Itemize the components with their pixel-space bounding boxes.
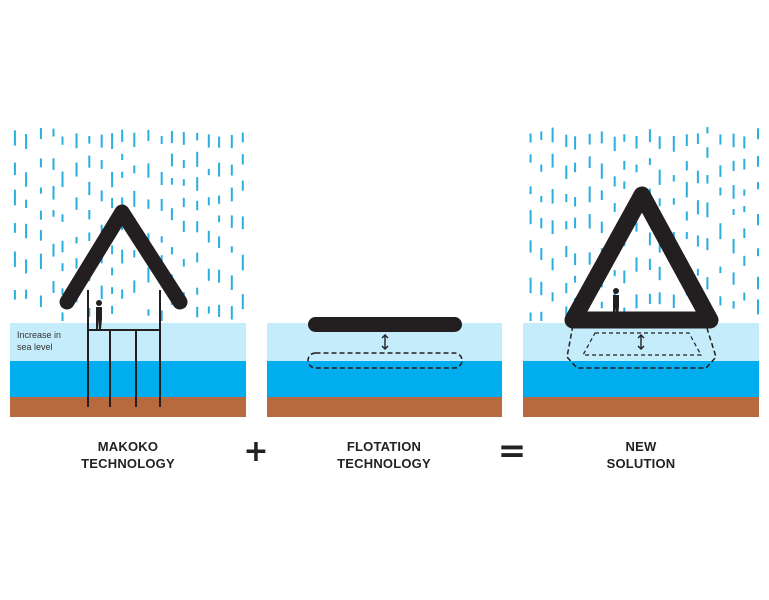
sea-level-label-2: sea level [17, 342, 53, 352]
caption-new-solution-line-2: SOLUTION [606, 456, 676, 471]
sea-level-label-1: Increase in [17, 330, 61, 340]
water-layer [523, 361, 759, 397]
flotation-panel [267, 125, 502, 417]
caption-makoko-line-1: MAKOKO [97, 439, 159, 454]
makoko-diagram: Increase in sea level [10, 128, 246, 417]
rain-icon [529, 127, 759, 321]
plus-operator: + [243, 434, 269, 469]
caption-makoko-line-2: TECHNOLOGY [81, 456, 175, 471]
equals-operator: = [497, 431, 527, 471]
caption-makoko: MAKOKO TECHNOLOGY [38, 438, 218, 472]
caption-flotation: FLOTATION TECHNOLOGY [294, 438, 474, 472]
caption-flotation-line-2: TECHNOLOGY [337, 456, 431, 471]
floating-platform [308, 317, 462, 332]
person-icon [96, 300, 102, 329]
roof [59, 204, 188, 310]
double-arrow-icon [381, 334, 389, 350]
triangle-frame [564, 186, 719, 329]
new-solution-panel [523, 125, 759, 417]
ground-layer [523, 397, 759, 417]
platform-original-position [307, 352, 463, 369]
double-arrow-icon [637, 334, 645, 350]
ground-layer [267, 397, 502, 417]
stilts [87, 290, 161, 407]
caption-flotation-line-1: FLOTATION [346, 439, 422, 454]
caption-new-solution-line-1: NEW [625, 439, 657, 454]
triangle-inner-outline [581, 332, 703, 356]
makoko-panel: Increase in sea level [10, 125, 246, 417]
ground-layer [10, 397, 246, 417]
new-solution-diagram [523, 127, 759, 417]
person-icon [613, 288, 619, 316]
water-layer [10, 361, 246, 397]
caption-new-solution: NEW SOLUTION [551, 438, 731, 472]
flotation-diagram [267, 317, 502, 417]
water-layer [267, 361, 502, 397]
